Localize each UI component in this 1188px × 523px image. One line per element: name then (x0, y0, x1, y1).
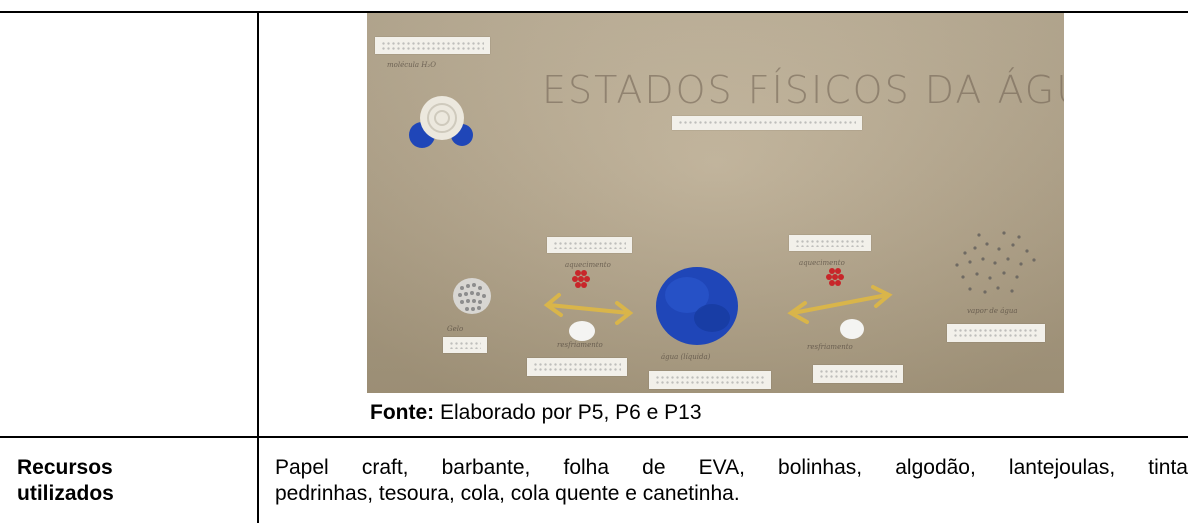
label-strip (547, 237, 632, 253)
label-strip (443, 337, 487, 353)
cooling-right-note: resfriamento (807, 343, 853, 351)
water-molecule-icon (409, 96, 473, 148)
red-beads-left-icon (572, 270, 590, 288)
poster-title: ESTADOS FÍSICOS DA ÁGUA (542, 68, 1064, 112)
liquid-note: água (líquida) (661, 353, 711, 361)
ice-sequins-icon (453, 278, 491, 314)
resources-label-line2: utilizados (17, 482, 114, 505)
cotton-left-icon (569, 321, 595, 341)
double-arrow-left-icon (543, 293, 634, 325)
poster-photo: ESTADOS FÍSICOS DA ÁGUA molécula H₂O Gel… (367, 13, 1064, 393)
poster-artwork (409, 96, 1036, 345)
caption-source: Elaborado por P5, P6 e P13 (434, 401, 702, 424)
resources-description-line1: Papel craft, barbante, folha de EVA, bol… (275, 456, 1188, 479)
label-strip (813, 365, 903, 383)
label-strip (672, 116, 862, 130)
resources-description-line2: pedrinhas, tesoura, cola, cola quente e … (275, 482, 740, 505)
resources-description: Papel craft, barbante, folha de EVA, bol… (275, 455, 1188, 507)
vapor-note: vapor de água (967, 307, 1018, 315)
table-row-divider (0, 436, 1188, 438)
table-column-divider (257, 11, 259, 523)
red-beads-right-icon (826, 268, 844, 286)
cooling-left-note: resfriamento (557, 341, 603, 349)
table-top-border (0, 11, 1188, 13)
liquid-water-blob-icon (656, 267, 738, 345)
ice-note: Gelo (447, 325, 464, 333)
figure-caption: Fonte: Elaborado por P5, P6 e P13 (370, 400, 702, 426)
heating-left-note: aquecimento (565, 261, 611, 269)
caption-label: Fonte: (370, 401, 435, 424)
molecule-note: molécula H₂O (387, 61, 436, 69)
label-strip (375, 37, 490, 54)
heating-right-note: aquecimento (799, 259, 845, 267)
label-strip (789, 235, 871, 251)
label-strip (527, 358, 627, 376)
resources-label: Recursos utilizados (17, 455, 237, 507)
label-strip (649, 371, 771, 389)
cotton-right-icon (840, 319, 864, 339)
resources-label-line1: Recursos (17, 456, 113, 479)
label-strip (947, 324, 1045, 342)
double-arrow-right-icon (787, 285, 893, 324)
vapor-pebbles-icon (955, 231, 1036, 294)
